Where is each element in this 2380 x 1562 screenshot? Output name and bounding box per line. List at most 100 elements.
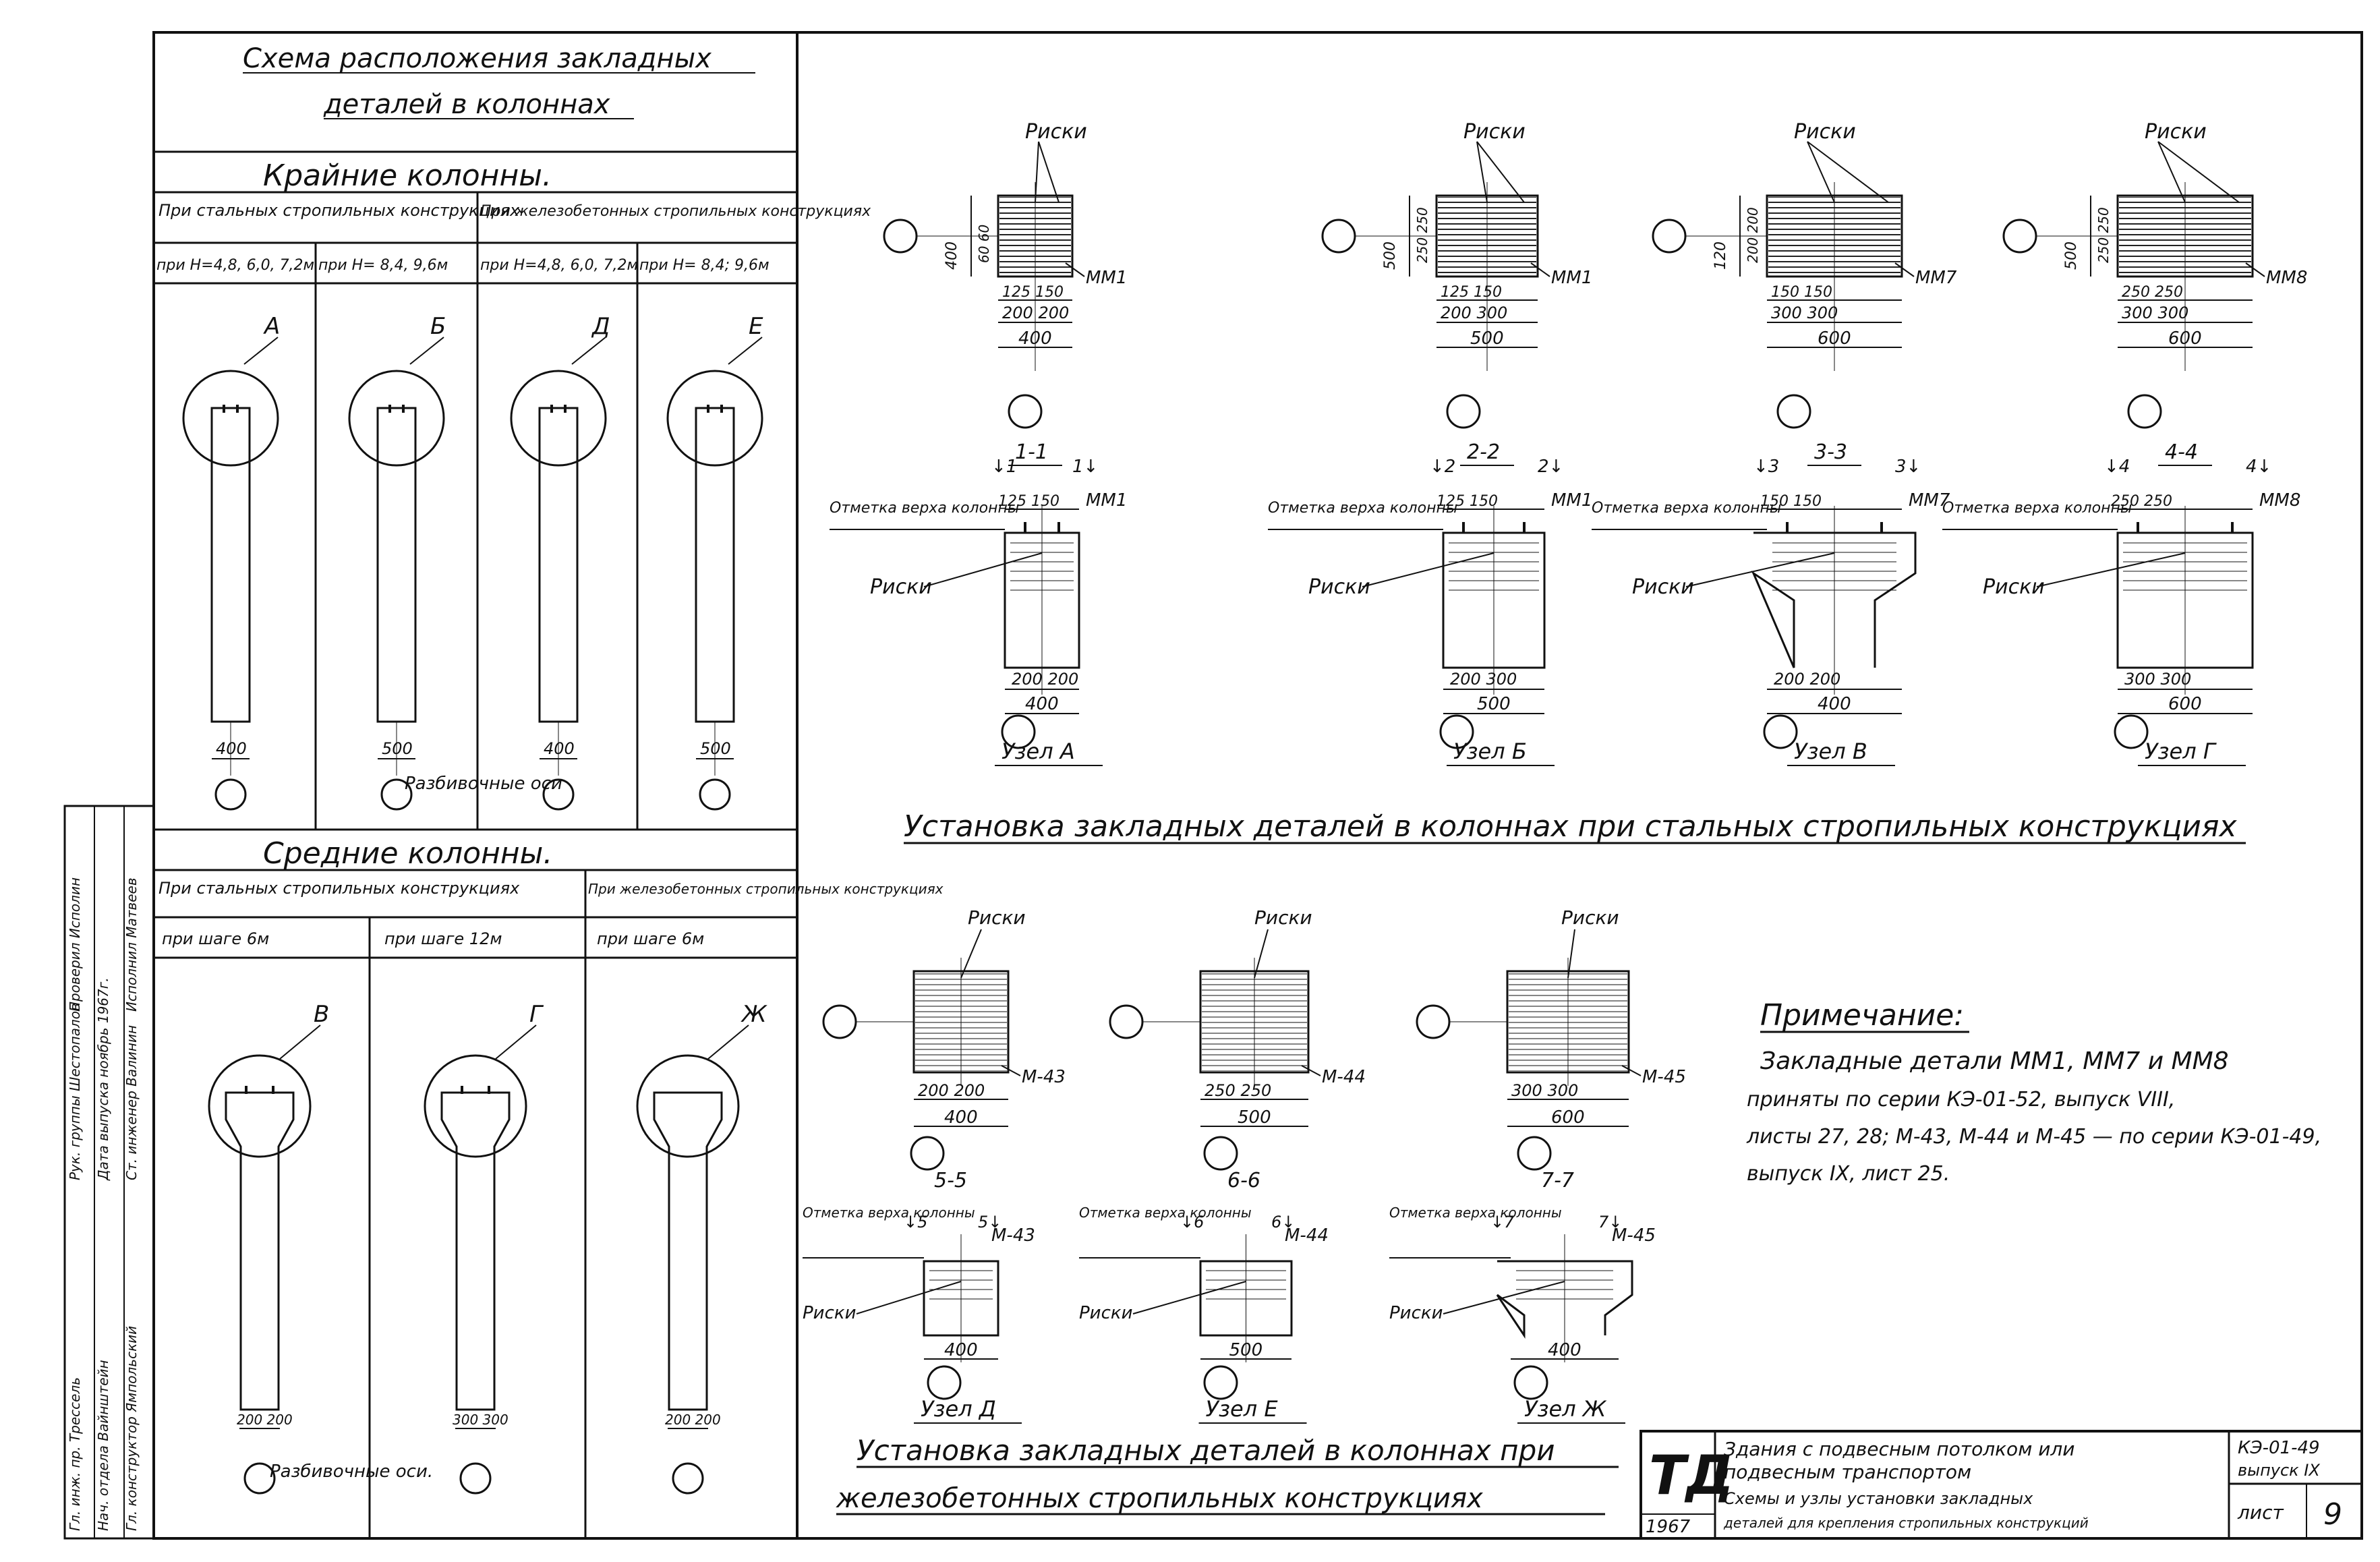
grid-axis-circle [2002,219,2037,254]
riski-label: Риски [1308,575,1370,599]
dim-mid: 200 300 [1450,670,1517,689]
cut-mark-right: 2↓ [1538,457,1563,477]
part-mark: М-43 [1022,1067,1066,1087]
dim-top: 250 250 [2122,284,2183,301]
grid-axis-circle [1008,394,1043,429]
title-line4: деталей для крепления стропильных констр… [1723,1515,2089,1531]
part-mark: ММ7 [1909,490,1950,511]
cut-mark-left: ↓1 [991,457,1017,477]
riski-label: Риски [1794,120,1856,144]
grid-axis-circle [1446,394,1481,429]
edge-columns-table: Крайние колонны. При стальных стропильны… [152,150,871,831]
vertical-dim-2: 250 250 [1414,207,1430,263]
detail-circle [348,370,445,467]
part-mark: ММ7 [1915,268,1957,288]
grid-axis-circle [2127,394,2162,429]
column-width-dim: 200 200 [237,1412,293,1428]
column-label: Г [529,1001,544,1028]
cut-mark-right: 3↓ [1895,457,1921,477]
section-label: 7-7 [1541,1169,1574,1192]
node-label: Узел Б [1453,739,1527,764]
edge-sub3: при Н=4,8, 6,0, 7,2м [480,257,638,274]
node-label: Узел Е [1206,1396,1279,1422]
part-mark: М-45 [1642,1067,1686,1087]
grid-axis-circle [822,1004,857,1039]
part-mark: ММ1 [1551,268,1592,288]
grid-axis-circle [542,778,575,811]
column-width-dim: 200 200 [665,1412,721,1428]
title-code: КЭ-01-49 [2238,1438,2320,1458]
note-line2: приняты по серии КЭ-01-52, выпуск VIII, [1747,1088,2175,1111]
dim-bottom: 400 [944,1340,978,1360]
part-mark: М-43 [991,1225,1035,1246]
dim-top: 125 150 [1002,284,1064,301]
cut-mark-right: 5↓ [978,1213,1002,1232]
logo-td: ТД [1649,1444,1734,1507]
node-label: Узел Д [921,1396,996,1422]
column-width-dim: 400 [216,739,247,758]
grid-axis-circle [1652,219,1687,254]
grid-axis-circle [1763,714,1798,749]
column-width-dim: 500 [700,739,731,758]
dim-bottom: 400 [1025,694,1059,714]
dim-bottom: 600 [2168,328,2202,349]
riski-label: Риски [1025,120,1087,144]
steel-caption: Установка закладных деталей в колоннах п… [904,809,2237,844]
note-heading: Примечание: [1760,998,1964,1033]
section-label: 6-6 [1227,1169,1260,1192]
part-mark: М-44 [1322,1067,1366,1087]
otmetka-label: Отметка верха колонны [803,1205,975,1221]
rc-caption-2: железобетонных стропильных конструкциях [836,1483,1483,1514]
column-head [1751,531,1917,668]
otmetka-label: Отметка верха колонны [830,500,1019,517]
edge-sub1: при Н=4,8, 6,0, 7,2м [156,257,314,274]
title-line3: Схемы и узлы установки закладных [1724,1489,2033,1508]
riski-label: Риски [968,906,1026,929]
node-label: Узел Ж [1524,1396,1607,1422]
riski-label: Риски [1983,575,2045,599]
section-label: 5-5 [934,1169,967,1192]
grid-axis-circle [1203,1136,1238,1171]
dim-mid: 200 200 [1774,670,1840,689]
otmetka-label: Отметка верха колонны [1389,1205,1562,1221]
column-label: Б [430,313,446,340]
grid-axis-circle [1321,219,1356,254]
dim-bottom: 600 [2168,694,2202,714]
node-label: Узел А [1002,739,1075,764]
riski-label: Риски [803,1303,856,1323]
section-label: 1-1 [1015,440,1048,464]
middle-sub3: при шаге 6м [597,929,704,948]
vertical-dim: 500 [2063,241,2080,270]
cut-mark-right: 7↓ [1598,1213,1622,1232]
column-head [1496,1260,1633,1339]
stamp-entry: Гл. конструктор Ямпольский [123,1326,140,1531]
column-label: А [263,313,280,340]
grid-axis-circle [214,778,247,811]
riski-label: Риски [1389,1303,1443,1323]
grid-axis-circle [380,778,413,811]
edge-heading: Крайние колонны. [263,158,552,193]
dim-top: 125 150 [1436,493,1498,510]
note-line4: выпуск IX, лист 25. [1747,1162,1950,1186]
part-mark: М-45 [1612,1225,1656,1246]
column-width-dim: 300 300 [453,1412,509,1428]
column-shaft [440,1091,511,1411]
otmetka-label: Отметка верха колонны [1268,500,1457,517]
middle-col1-header: При стальных стропильных конструкциях [158,879,520,898]
grid-axis-circle [243,1462,276,1495]
column-width-dim: 400 [544,739,575,758]
stamp-entry: Дата выпуска ноябрь 1967г. [95,977,111,1181]
title-line1: Здания с подвесным потолком или [1724,1438,2075,1460]
edge-column-1: А 400 [182,313,280,811]
cut-mark-left: ↓4 [2104,457,2130,477]
